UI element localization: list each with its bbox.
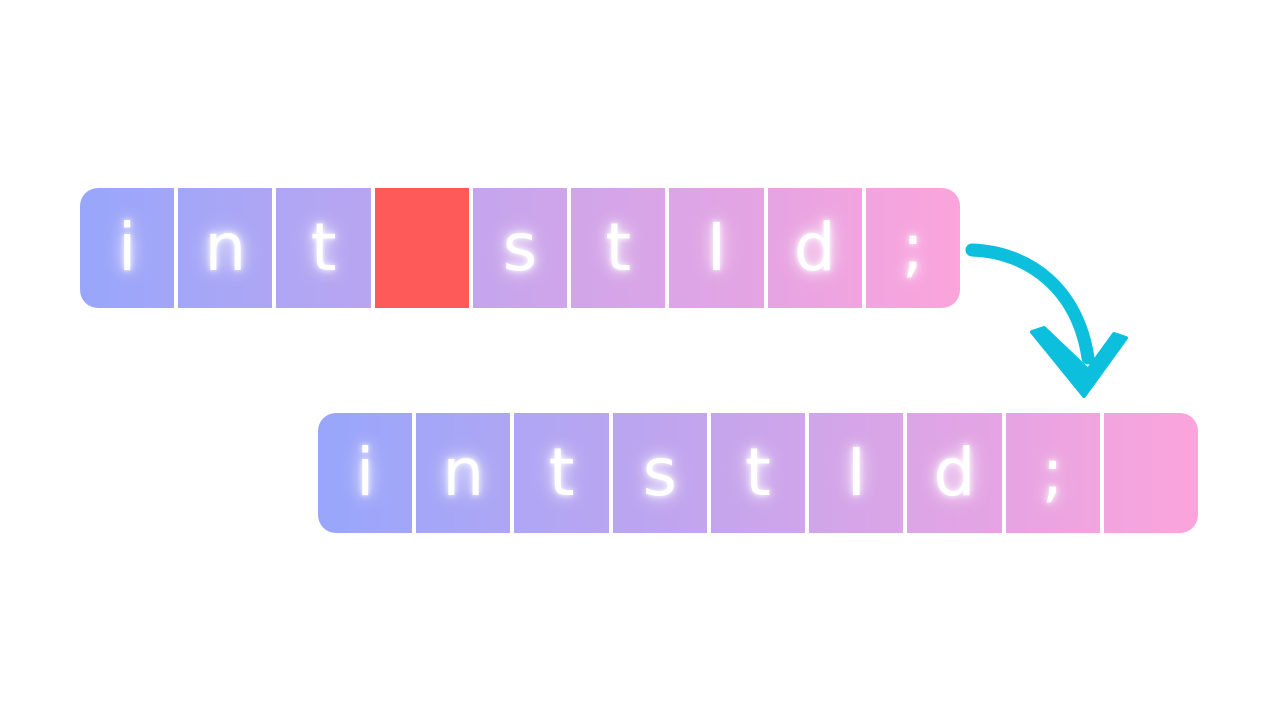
cell-char: n xyxy=(204,209,247,286)
cell-char: d xyxy=(793,209,836,286)
removed-cell xyxy=(374,188,469,308)
cell-char: s xyxy=(642,434,677,511)
char-cell: d xyxy=(907,413,1002,533)
char-cell: n xyxy=(416,413,511,533)
cell-char: i xyxy=(355,434,375,511)
cell-char: s xyxy=(502,209,538,286)
cell-char: t xyxy=(745,434,771,511)
cell-char: t xyxy=(310,209,337,286)
cell-char: i xyxy=(117,209,137,286)
char-cell: I xyxy=(809,413,904,533)
char-cell: ; xyxy=(865,188,960,308)
char-cell: ; xyxy=(1005,413,1100,533)
cell-char: I xyxy=(846,434,866,511)
cell-char: d xyxy=(933,434,976,511)
char-cell: s xyxy=(612,413,707,533)
char-cell: t xyxy=(710,413,806,533)
char-cell: d xyxy=(767,188,862,308)
char-cell xyxy=(1103,413,1198,533)
cell-char: ; xyxy=(901,209,924,286)
char-cell: i xyxy=(80,188,175,308)
char-cell: I xyxy=(669,188,764,308)
cell-char: t xyxy=(605,209,632,286)
char-cell: s xyxy=(472,188,568,308)
cell-char: I xyxy=(706,209,727,286)
char-cell: t xyxy=(571,188,666,308)
char-cell: t xyxy=(276,188,371,308)
char-cell: n xyxy=(178,188,273,308)
char-cell: i xyxy=(318,413,413,533)
arrow-shaft xyxy=(965,243,1095,365)
curved-arrow-icon xyxy=(965,243,1128,398)
arrow-head xyxy=(1030,326,1128,398)
char-cell: t xyxy=(514,413,609,533)
cell-char: ; xyxy=(1041,434,1064,511)
cell-char: n xyxy=(442,434,485,511)
cell-char: t xyxy=(548,434,575,511)
